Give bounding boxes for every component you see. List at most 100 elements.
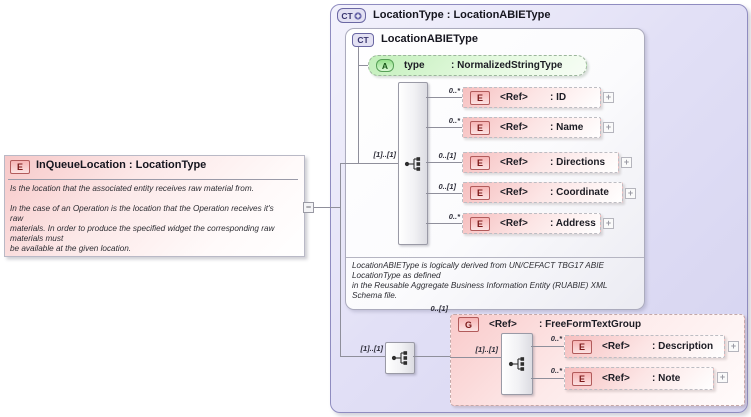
connector-line — [426, 223, 462, 224]
description-line: materials must — [10, 234, 64, 243]
description-line: materials. In order to produce the speci… — [10, 224, 275, 233]
element-inqueuelocation-box[interactable] — [4, 155, 305, 257]
element-name-box[interactable]: E <Ref> : Name — [462, 117, 601, 138]
element-name: : Directions — [550, 157, 606, 168]
attribute-type: : NormalizedStringType — [451, 60, 563, 71]
annotation-line: LocationABIEType is logically derived fr… — [352, 261, 604, 270]
connector-line — [426, 97, 462, 98]
left-element-title: InQueueLocation : LocationType — [36, 159, 207, 171]
sequence-glyph-icon — [404, 156, 420, 171]
sequence-glyph-icon — [391, 351, 407, 365]
connector-line — [426, 127, 462, 128]
element-name-cardinality: 0..* — [448, 116, 460, 125]
element-badge: E — [470, 155, 490, 170]
element-coordinate-box[interactable]: E <Ref> : Coordinate — [462, 182, 623, 203]
element-ref: <Ref> — [500, 187, 528, 198]
description-line: raw — [10, 214, 24, 223]
element-coordinate-cardinality: 0..[1] — [438, 182, 456, 191]
element-badge: E — [470, 90, 490, 105]
element-badge: E — [470, 185, 490, 200]
element-badge: E — [572, 339, 592, 354]
element-ref: <Ref> — [500, 92, 528, 103]
complextype-title: LocationType : LocationABIEType — [373, 9, 551, 21]
element-name: : Description — [652, 341, 714, 352]
element-ref: <Ref> — [500, 122, 528, 133]
connector-line — [531, 378, 564, 379]
complextype-badge-text: CT — [357, 35, 369, 45]
group-freeformtextgroup-box[interactable] — [450, 314, 745, 406]
left-element-description: Is the location that the associated enti… — [10, 184, 274, 254]
annotation-line: LocationType as defined — [352, 271, 441, 280]
element-description-cardinality: 0..* — [550, 334, 562, 343]
group-badge: G — [458, 317, 479, 332]
expand-icon[interactable]: + — [625, 188, 636, 199]
connector-line — [314, 207, 340, 208]
inner-complextype-title: LocationABIEType — [381, 33, 478, 45]
element-description-box[interactable]: E <Ref> : Description — [564, 335, 725, 358]
element-id-box[interactable]: E <Ref> : ID — [462, 87, 601, 108]
element-directions-cardinality: 0..[1] — [438, 151, 456, 160]
element-badge: E — [572, 371, 592, 386]
complextype-global-badge: CT — [337, 8, 366, 23]
connector-line — [340, 163, 398, 164]
group-name: : FreeFormTextGroup — [539, 319, 642, 330]
element-directions-box[interactable]: E <Ref> : Directions — [462, 152, 619, 173]
annotation-line: Schema file. — [352, 291, 398, 300]
annotation-line: in the Reusable Aggregate Business Infor… — [352, 281, 608, 290]
left-box-separator — [8, 179, 298, 180]
complextype-global-badge-text: CT — [341, 10, 353, 21]
element-address-box[interactable]: E <Ref> : Address — [462, 213, 601, 234]
element-badge: E — [470, 120, 490, 135]
element-note-cardinality: 0..* — [550, 366, 562, 375]
description-line — [10, 194, 274, 204]
connector-line — [426, 162, 462, 163]
group-cardinality: 0..[1] — [430, 304, 448, 313]
expand-icon[interactable]: + — [603, 92, 614, 103]
connector-line — [340, 163, 341, 357]
sequence-cardinality: [1]..[1] — [373, 150, 397, 159]
element-id-cardinality: 0..* — [448, 86, 460, 95]
group-ref: <Ref> — [489, 319, 517, 330]
attribute-type-box[interactable]: A type : NormalizedStringType — [368, 55, 587, 76]
connector-line — [450, 357, 501, 358]
element-badge: E — [470, 216, 490, 231]
connector-line — [531, 346, 564, 347]
trunk-sequence-cardinality: [1]..[1] — [360, 344, 384, 353]
element-name: : Address — [550, 218, 596, 229]
element-note-box[interactable]: E <Ref> : Note — [564, 367, 714, 390]
expand-icon[interactable]: + — [728, 341, 739, 352]
connector-line — [413, 356, 450, 357]
element-name: : Coordinate — [550, 187, 609, 198]
element-name: : ID — [550, 92, 567, 103]
expand-icon[interactable]: + — [603, 218, 614, 229]
element-name: : Name — [550, 122, 584, 133]
sequence-icon[interactable] — [501, 333, 533, 395]
expand-icon[interactable]: + — [717, 372, 728, 383]
group-header: G <Ref> : FreeFormTextGroup — [458, 317, 641, 332]
plus-circle-icon — [354, 11, 362, 20]
sequence-icon[interactable] — [385, 342, 415, 374]
connector-line — [426, 193, 462, 194]
element-ref: <Ref> — [602, 341, 630, 352]
element-badge: E — [10, 160, 30, 174]
collapse-icon[interactable]: − — [303, 202, 314, 213]
group-sequence-cardinality: [1]..[1] — [475, 345, 499, 354]
connector-line — [358, 65, 368, 66]
expand-icon[interactable]: + — [621, 157, 632, 168]
annotation-text: LocationABIEType is logically derived fr… — [352, 261, 607, 301]
connector-line — [340, 356, 385, 357]
element-address-cardinality: 0..* — [448, 212, 460, 221]
element-ref: <Ref> — [602, 373, 630, 384]
connector-line — [358, 47, 359, 163]
element-name: : Note — [652, 373, 681, 384]
expand-icon[interactable]: + — [603, 122, 614, 133]
sequence-icon[interactable] — [398, 82, 428, 245]
description-line: be available at the given location. — [10, 244, 132, 253]
attribute-badge: A — [376, 59, 394, 72]
description-line: In the case of an Operation is the locat… — [10, 204, 274, 213]
element-ref: <Ref> — [500, 157, 528, 168]
sequence-glyph-icon — [508, 357, 524, 371]
element-ref: <Ref> — [500, 218, 528, 229]
complextype-badge: CT — [352, 33, 374, 47]
